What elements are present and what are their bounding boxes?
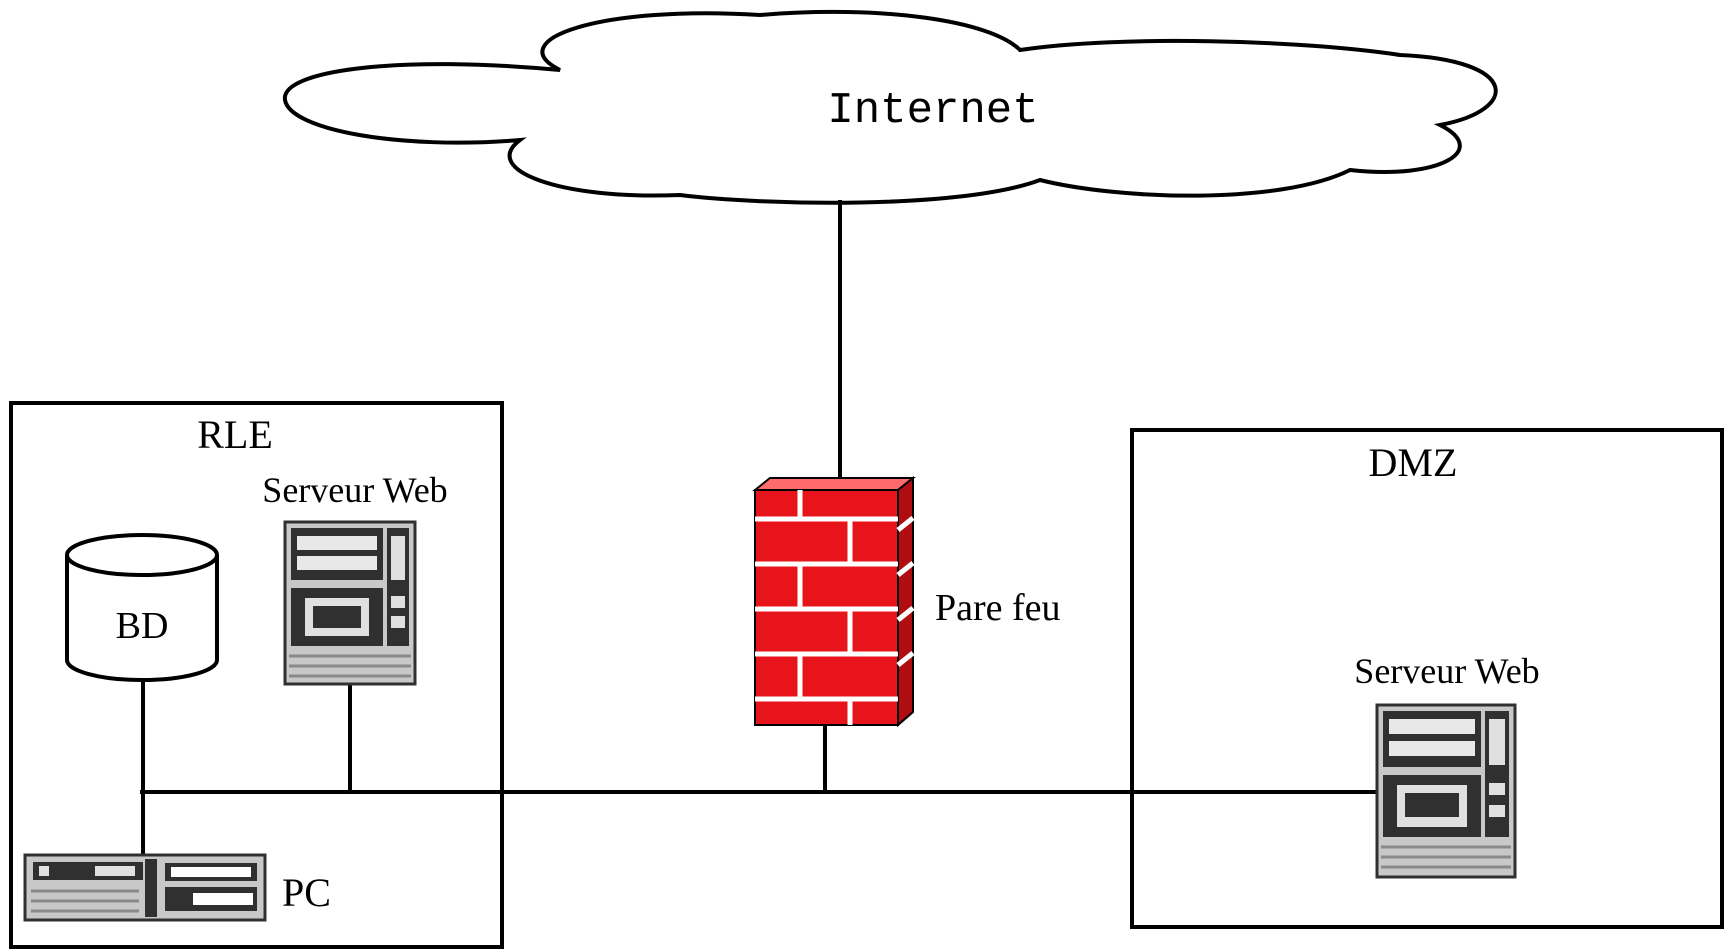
server-icon bbox=[1375, 703, 1517, 879]
internet-cloud: Internet bbox=[282, 9, 1498, 205]
pc-icon bbox=[23, 853, 267, 922]
firewall-label: Pare feu bbox=[935, 587, 1061, 629]
dmz-webserver-label: Serveur Web bbox=[1354, 651, 1539, 691]
rle-zone-label: RLE bbox=[197, 412, 273, 457]
database-label: BD bbox=[116, 605, 169, 647]
rle-zone-border bbox=[9, 401, 504, 949]
database-icon bbox=[65, 533, 219, 682]
dmz-zone-label: DMZ bbox=[1369, 440, 1458, 485]
rle-webserver-label: Serveur Web bbox=[262, 470, 447, 510]
dmz-zone-border bbox=[1130, 428, 1724, 929]
network-links bbox=[140, 200, 1380, 862]
pc-label: PC bbox=[282, 870, 331, 915]
cloud-shape bbox=[282, 9, 1498, 205]
server-icon bbox=[283, 520, 417, 686]
cloud-label: Internet bbox=[827, 86, 1038, 136]
rle-zone: RLE BD Serveur Web bbox=[9, 401, 504, 949]
dmz-zone: DMZ Serveur Web bbox=[1130, 428, 1724, 929]
firewall-icon bbox=[752, 475, 916, 728]
